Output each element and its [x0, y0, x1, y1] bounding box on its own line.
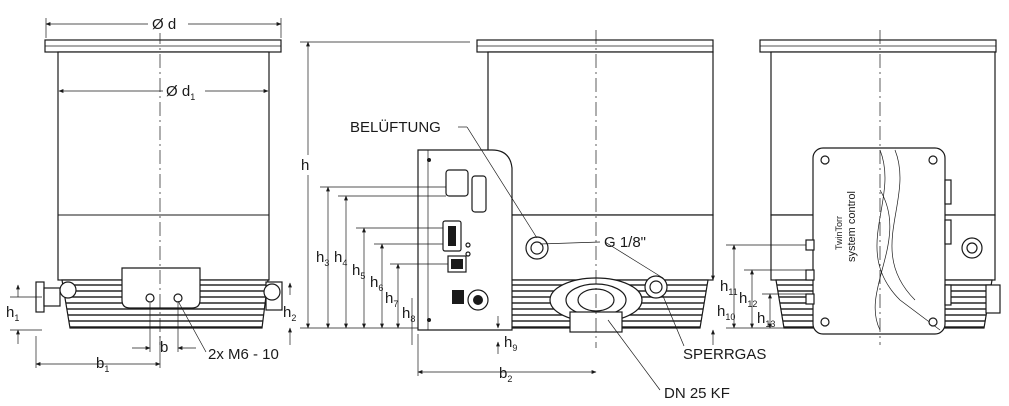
label-beluftung: BELÜFTUNG	[350, 118, 441, 136]
label-b: b	[160, 339, 168, 356]
box-label-twintorr: TwinTorr	[834, 216, 844, 250]
label-h7: h7	[385, 290, 398, 309]
label-h6: h6	[370, 274, 383, 293]
label-d: Ø d	[152, 16, 176, 33]
label-h2: h2	[283, 304, 296, 323]
label-b2: b2	[499, 365, 512, 384]
box-label-system-control: system control	[846, 191, 858, 262]
dimension-labels: Ø d Ø d1 h h1 h2 h3 h4 h5 h6 h7 h8 h9 h1…	[6, 16, 858, 402]
label-h13: h13	[757, 310, 775, 329]
middle-view	[298, 30, 715, 391]
label-h8: h8	[402, 305, 415, 324]
left-view	[10, 15, 292, 368]
label-d1: Ø d1	[166, 83, 195, 102]
label-h11: h11	[720, 278, 738, 297]
label-h10: h10	[717, 303, 735, 322]
label-h12: h12	[739, 290, 757, 309]
right-view	[726, 30, 1001, 345]
label-h: h	[301, 157, 309, 174]
label-h3: h3	[316, 249, 329, 268]
label-h1: h1	[6, 304, 19, 323]
label-m6: 2x M6 - 10	[208, 346, 279, 363]
label-dn25: DN 25 KF	[664, 385, 730, 402]
label-sperrgas: SPERRGAS	[683, 346, 766, 363]
label-h4: h4	[334, 249, 347, 268]
label-h5: h5	[352, 262, 365, 281]
label-g18: G 1/8"	[604, 234, 646, 251]
label-b1: b1	[96, 355, 109, 374]
label-h9: h9	[504, 334, 517, 353]
